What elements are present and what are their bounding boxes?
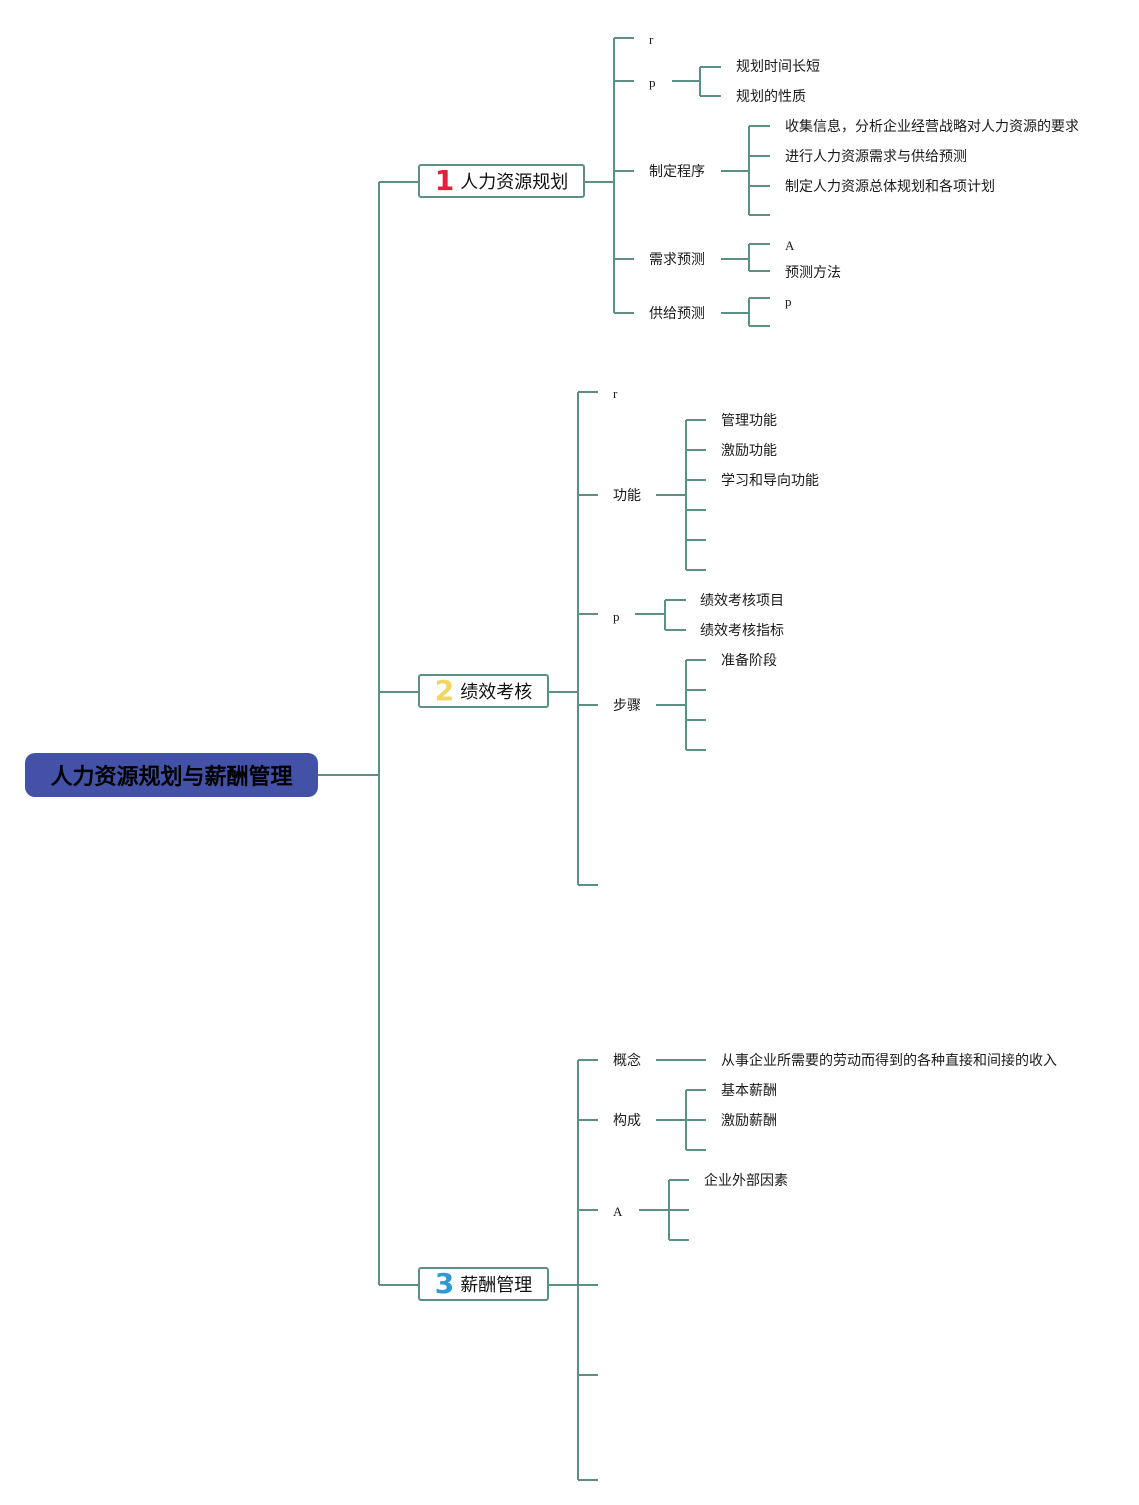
node-label[interactable]: 步骤 bbox=[613, 698, 641, 714]
branch-number-3: 3 bbox=[434, 1267, 455, 1300]
node-label[interactable]: 构成 bbox=[613, 1113, 641, 1129]
branch-title: 绩效考核 bbox=[460, 682, 533, 703]
leaf-label[interactable]: 管理功能 bbox=[721, 413, 777, 429]
leaf-label[interactable]: 收集信息，分析企业经营战略对人力资源的要求 bbox=[785, 119, 1079, 135]
leaf-label[interactable]: 准备阶段 bbox=[721, 653, 777, 669]
leaf-label[interactable]: 制定人力资源总体规划和各项计划 bbox=[785, 179, 995, 195]
leaf-label[interactable]: 绩效考核项目 bbox=[700, 593, 784, 609]
node-label[interactable]: p bbox=[649, 75, 656, 90]
leaf-label[interactable]: 从事企业所需要的劳动而得到的各种直接和间接的收入 bbox=[721, 1053, 1057, 1069]
root-node[interactable]: 人力资源规划与薪酬管理 bbox=[25, 753, 318, 797]
node-label[interactable]: 需求预测 bbox=[649, 252, 705, 268]
node-label[interactable]: 功能 bbox=[613, 488, 641, 504]
leaf-label[interactable]: 学习和导向功能 bbox=[721, 473, 819, 489]
leaf-label[interactable]: p bbox=[785, 294, 792, 309]
branch-number-1: 1 bbox=[434, 164, 455, 197]
leaf-label[interactable]: 规划时间长短 bbox=[736, 59, 820, 75]
node-label[interactable]: 制定程序 bbox=[649, 164, 705, 180]
branch-title: 人力资源规划 bbox=[460, 172, 569, 193]
branch-hr-planning[interactable]: 1 人力资源规划 bbox=[418, 164, 585, 198]
node-label[interactable]: r bbox=[613, 386, 618, 401]
leaf-label[interactable]: 激励功能 bbox=[721, 443, 777, 459]
branch-title: 薪酬管理 bbox=[460, 1275, 533, 1296]
leaf-label[interactable]: 激励薪酬 bbox=[721, 1113, 777, 1129]
leaf-label[interactable]: 企业外部因素 bbox=[704, 1173, 788, 1189]
leaf-label[interactable]: 基本薪酬 bbox=[721, 1083, 777, 1099]
branch-compensation[interactable]: 3 薪酬管理 bbox=[418, 1267, 549, 1301]
node-label[interactable]: 概念 bbox=[613, 1053, 641, 1069]
node-label[interactable]: A bbox=[613, 1204, 623, 1219]
root-title: 人力资源规划与薪酬管理 bbox=[50, 765, 293, 790]
branch-number-2: 2 bbox=[434, 674, 455, 707]
node-label[interactable]: p bbox=[613, 609, 620, 624]
leaf-label[interactable]: 绩效考核指标 bbox=[700, 623, 784, 639]
branch-performance[interactable]: 2 绩效考核 bbox=[418, 674, 549, 708]
leaf-label[interactable]: 进行人力资源需求与供给预测 bbox=[785, 149, 967, 165]
node-label[interactable]: 供给预测 bbox=[649, 306, 705, 322]
leaf-label[interactable]: 预测方法 bbox=[785, 265, 841, 281]
node-label[interactable]: r bbox=[649, 32, 654, 47]
leaf-label[interactable]: 规划的性质 bbox=[736, 89, 806, 105]
leaf-label[interactable]: A bbox=[785, 238, 795, 253]
